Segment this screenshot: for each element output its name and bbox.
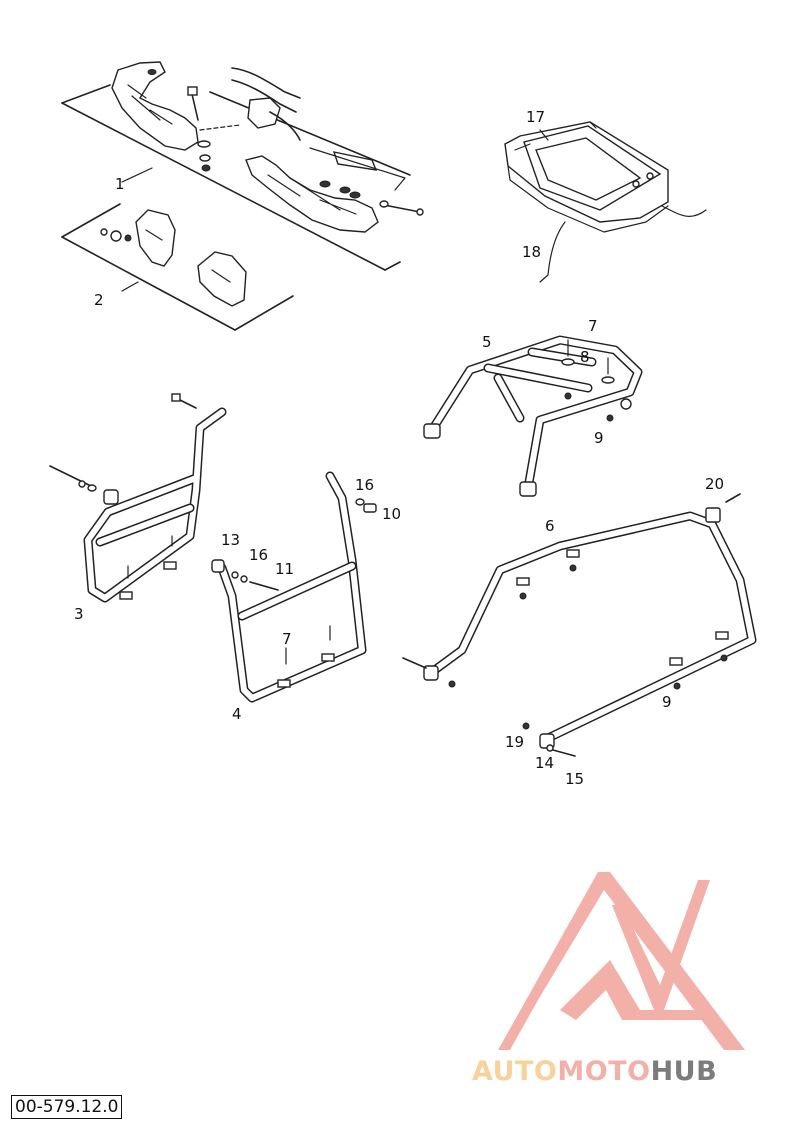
label-part-1: 1	[115, 175, 125, 193]
watermark-text-moto: MOTO	[557, 1056, 650, 1087]
label-part-19: 19	[505, 733, 524, 751]
watermark-g-stroke	[560, 960, 706, 1020]
label-part-13: 13	[221, 531, 240, 549]
label-part-18: 18	[522, 243, 541, 261]
part-4-side-carrier-center	[211, 471, 377, 703]
label-part-7-rack: 7	[588, 317, 598, 335]
watermark-wordmark: AUTOMOTOHUB	[472, 1056, 717, 1087]
label-part-3: 3	[74, 605, 84, 623]
part-number-labels: 1 2 3 4 5 6 7 7 8 9 9 10 11 13 14 15 16 …	[74, 108, 724, 788]
label-part-9-carrier: 9	[662, 693, 672, 711]
label-part-9-rack: 9	[594, 429, 604, 447]
label-part-2: 2	[94, 291, 104, 309]
watermark-text-hub: HUB	[651, 1056, 718, 1087]
label-part-6: 6	[545, 517, 555, 535]
label-part-20: 20	[705, 475, 724, 493]
watermark-text-auto: AUTO	[472, 1056, 557, 1087]
label-part-4: 4	[232, 705, 242, 723]
label-part-10: 10	[382, 505, 401, 523]
part-5-rear-rack	[423, 335, 643, 497]
part-1-hand-guards	[61, 61, 424, 271]
label-part-8: 8	[580, 348, 590, 366]
label-part-5: 5	[482, 333, 492, 351]
label-part-7-carrier: 7	[282, 630, 292, 648]
automotohub-watermark: AUTOMOTOHUB	[472, 872, 745, 1087]
label-part-16-lower: 16	[249, 546, 268, 564]
drawing-number: 00-579.12.0	[11, 1095, 123, 1119]
label-part-16-upper: 16	[355, 476, 374, 494]
label-part-14: 14	[535, 754, 554, 772]
watermark-m-stroke	[612, 880, 710, 1010]
watermark-triangle-mark	[498, 872, 745, 1050]
label-part-15: 15	[565, 770, 584, 788]
part-3-side-carrier-left	[49, 393, 227, 603]
label-part-17: 17	[526, 108, 545, 126]
part-6-side-carrier-right	[402, 493, 757, 757]
part-2-guard-plates	[61, 203, 294, 331]
part-17-bag	[504, 121, 707, 283]
label-part-11: 11	[275, 560, 294, 578]
